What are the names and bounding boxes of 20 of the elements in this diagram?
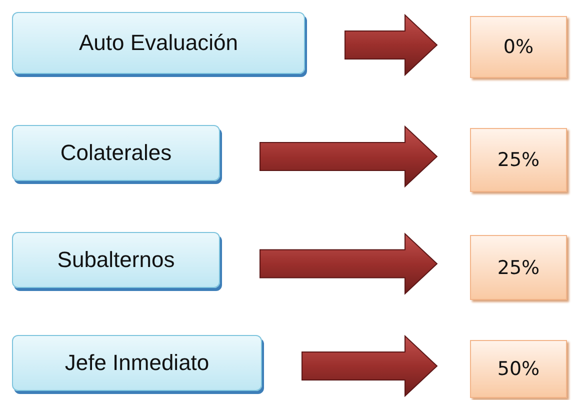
- box-label: Colaterales: [60, 140, 172, 166]
- rater-box: [12, 335, 262, 391]
- block-arrow: [260, 125, 438, 188]
- rater-box: [12, 12, 305, 74]
- block-arrow: [302, 334, 438, 398]
- rater-box: [12, 125, 220, 181]
- box-label: 25%: [497, 256, 540, 278]
- percentage-box: [470, 340, 567, 398]
- box-label: 50%: [497, 358, 540, 380]
- percentage-box: [470, 128, 567, 192]
- box-label: Auto Evaluación: [79, 30, 238, 56]
- block-arrow: [344, 14, 438, 76]
- box-label: 25%: [497, 149, 540, 171]
- percentage-box: [470, 235, 567, 300]
- block-arrow: [260, 232, 438, 295]
- box-label: 0%: [503, 36, 534, 58]
- rater-box: [12, 232, 220, 288]
- percentage-box: [470, 16, 567, 78]
- box-label: Jefe Inmediato: [64, 350, 210, 376]
- box-label: Subalternos: [57, 247, 175, 273]
